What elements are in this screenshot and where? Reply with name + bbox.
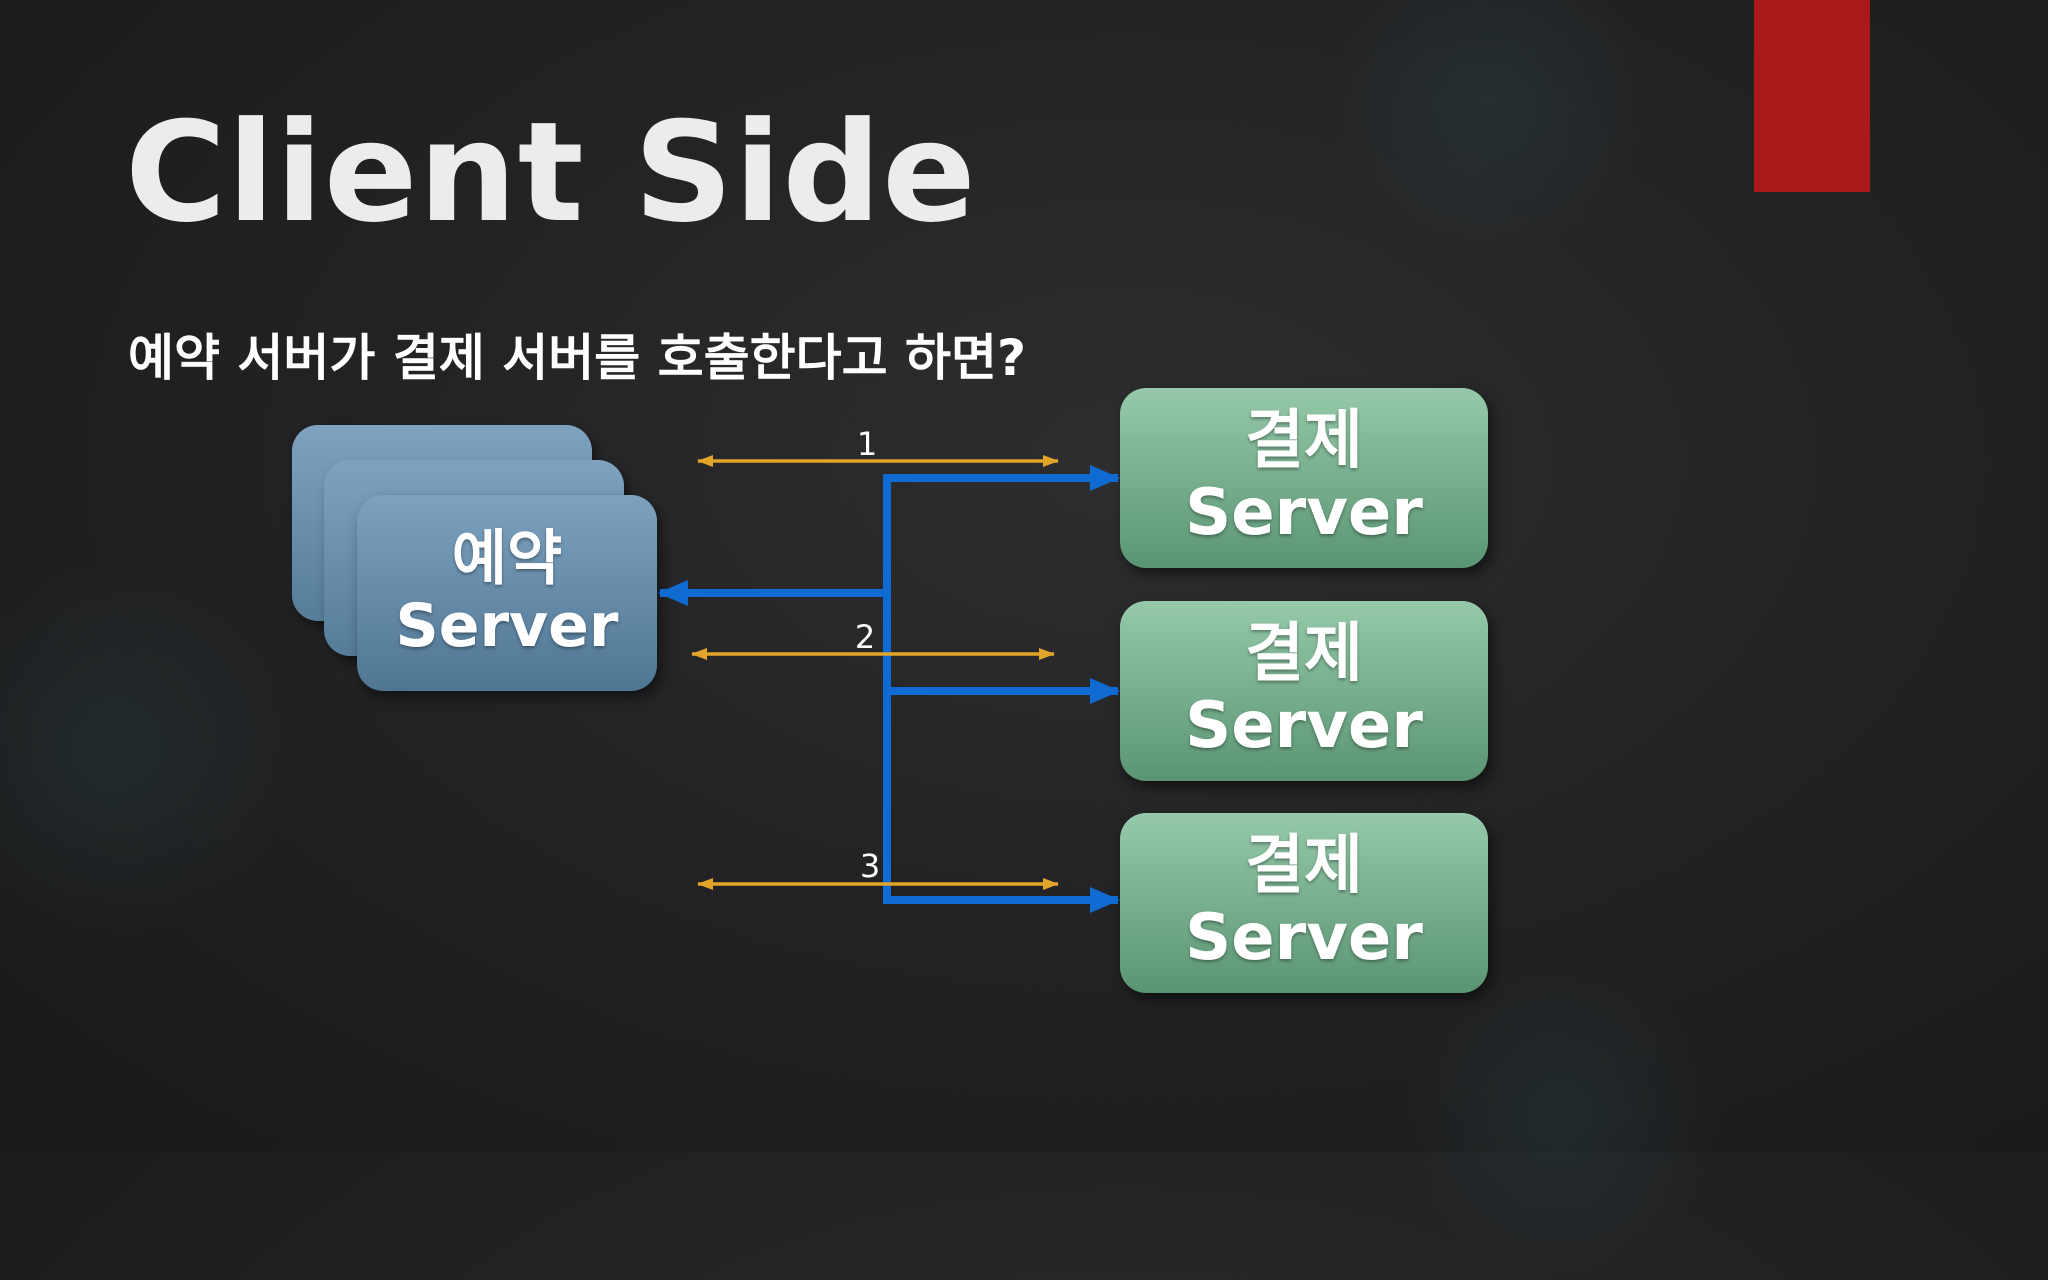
payment-server-sublabel: Server: [1185, 476, 1423, 550]
request-label-1: 1: [857, 425, 877, 463]
reservation-server-sublabel: Server: [395, 591, 619, 661]
request-label-2: 2: [855, 618, 875, 656]
reservation-server-label: 예약: [451, 523, 563, 594]
accent-bar: [1754, 0, 1870, 192]
payment-server-label: 결제: [1245, 829, 1363, 904]
payment-server-sublabel: Server: [1185, 689, 1423, 763]
payment-server-label: 결제: [1245, 404, 1363, 479]
payment-server-box: 결제 Server: [1120, 813, 1488, 993]
payment-server-label: 결제: [1245, 617, 1363, 692]
slide-title: Client Side: [125, 92, 977, 253]
payment-server-box: 결제 Server: [1120, 388, 1488, 568]
payment-server-sublabel: Server: [1185, 901, 1423, 975]
diagram-connectors: 1 2 3: [658, 425, 1120, 913]
request-label-3: 3: [860, 847, 880, 885]
slide-subtitle: 예약 서버가 결제 서버를 호출한다고 하면?: [128, 329, 1027, 387]
payment-server-box: 결제 Server: [1120, 601, 1488, 781]
reservation-server-box: 예약 Server: [357, 495, 657, 691]
